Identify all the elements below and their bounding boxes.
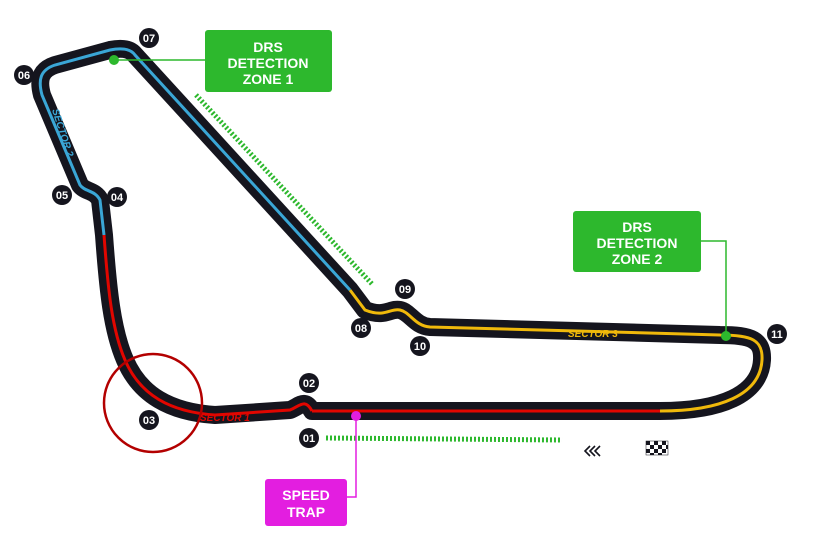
drs-zone-1-line: [194, 93, 374, 286]
turn-11: 11: [767, 324, 787, 344]
turn-07: 07: [139, 28, 159, 48]
drs-zone-1-box: [205, 30, 332, 92]
turn-03: 03: [139, 410, 159, 430]
drs-zone-2-line3: ZONE 2: [612, 251, 663, 267]
turn-01: 01: [299, 428, 319, 448]
drs-zone-2-line: [325, 435, 563, 443]
turn-09: 09: [395, 279, 415, 299]
drs-zone-2-connector: [701, 240, 727, 336]
svg-text:09: 09: [399, 284, 411, 296]
speed-trap-connector: [347, 416, 357, 498]
turn-08: 08: [351, 318, 371, 338]
speed-trap-line1: SPEED: [282, 487, 329, 503]
direction-chevrons-icon: [583, 445, 601, 457]
svg-text:05: 05: [56, 190, 68, 202]
drs-zone-2-box: [573, 211, 701, 272]
drs-zone-1-point: [109, 55, 119, 65]
sector-3-label: SECTOR 3: [568, 329, 618, 340]
sector-1-label: SECTOR 1: [200, 413, 250, 424]
sector-2-path: [38, 47, 352, 292]
speed-trap-box: [265, 479, 347, 526]
svg-text:01: 01: [303, 433, 315, 445]
turn-06: 06: [14, 65, 34, 85]
drs-zone-1-line3: ZONE 1: [243, 71, 294, 87]
turn-05: 05: [52, 185, 72, 205]
checkered-flag-icon: [645, 440, 669, 456]
turn-10: 10: [410, 336, 430, 356]
svg-text:07: 07: [143, 33, 155, 45]
svg-text:02: 02: [303, 378, 315, 390]
speed-trap-point: [351, 411, 361, 421]
drs-zone-1-line2: DETECTION: [228, 55, 309, 71]
turn-markers: 01 02 03 04 05 06 07 08 09 10 11: [14, 28, 787, 448]
drs-zone-2-line1: DRS: [622, 219, 652, 235]
sector-1-path-b: [102, 234, 314, 417]
svg-text:06: 06: [18, 70, 30, 82]
svg-text:10: 10: [414, 341, 426, 353]
drs-zone-2-line2: DETECTION: [597, 235, 678, 251]
svg-text:11: 11: [771, 329, 783, 341]
svg-text:08: 08: [355, 323, 367, 335]
highlight-circle: [102, 352, 204, 454]
drs-zone-2-point: [721, 331, 731, 341]
turn-04: 04: [107, 187, 127, 207]
svg-text:04: 04: [111, 192, 124, 204]
turn-02: 02: [299, 373, 319, 393]
speed-trap-line2: TRAP: [287, 504, 325, 520]
drs-zone-1-line1: DRS: [253, 39, 283, 55]
svg-text:03: 03: [143, 415, 155, 427]
